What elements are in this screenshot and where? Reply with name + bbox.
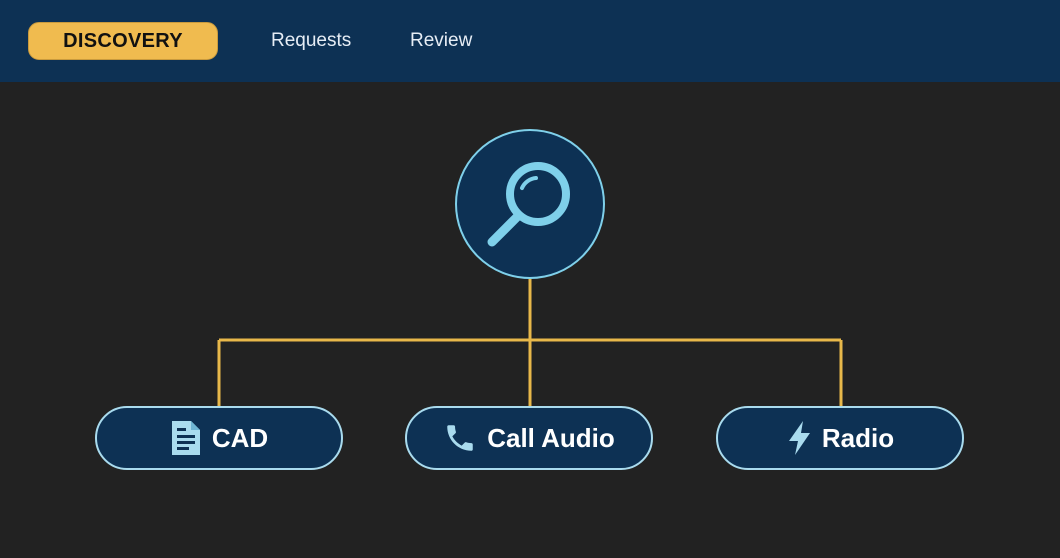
tab-review[interactable]: Review [410, 30, 473, 51]
discovery-hub [455, 129, 605, 279]
tab-discovery[interactable]: DISCOVERY [28, 22, 218, 60]
node-call-audio-label: Call Audio [487, 422, 615, 453]
node-cad[interactable]: CAD [95, 406, 343, 470]
node-cad-label: CAD [211, 422, 269, 453]
phone-icon [443, 421, 477, 455]
magnifier-icon [487, 162, 570, 247]
document-icon [170, 419, 202, 457]
node-radio-label: Radio [821, 422, 895, 453]
top-navigation-bar: DISCOVERY Requests Review [0, 0, 1060, 82]
node-call-audio[interactable]: Call Audio [405, 406, 653, 470]
node-radio[interactable]: Radio [716, 406, 964, 470]
lightning-icon [786, 420, 812, 456]
tab-requests[interactable]: Requests [271, 30, 352, 51]
